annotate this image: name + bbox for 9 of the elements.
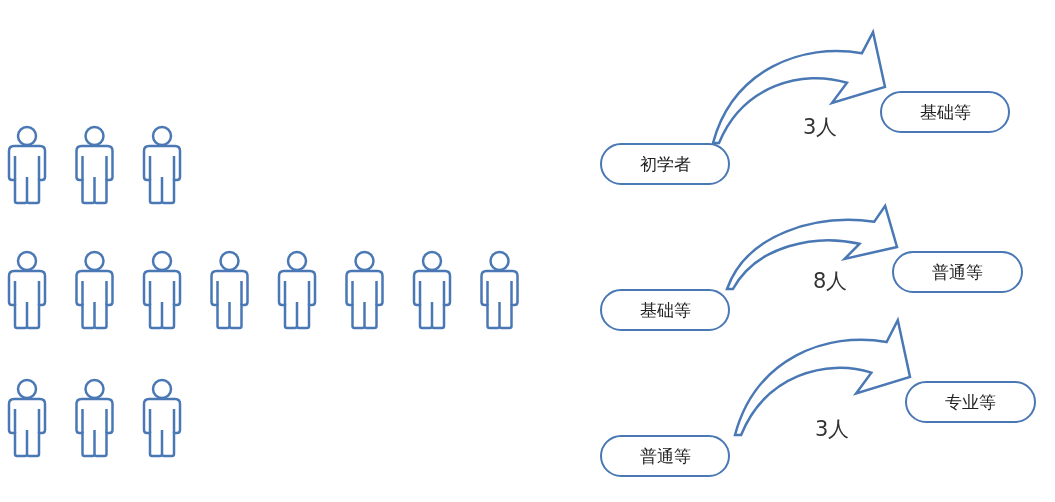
curved-arrow [725, 204, 899, 291]
rounded-box: 基础等 [880, 91, 1010, 133]
curved-arrow [733, 318, 912, 437]
rounded-box: 基础等 [600, 289, 730, 331]
rounded-box: 初学者 [600, 143, 730, 185]
curved-arrow [711, 30, 887, 145]
rounded-box: 普通等 [892, 251, 1023, 293]
rounded-box: 专业等 [905, 381, 1036, 423]
rounded-box: 普通等 [600, 435, 730, 477]
